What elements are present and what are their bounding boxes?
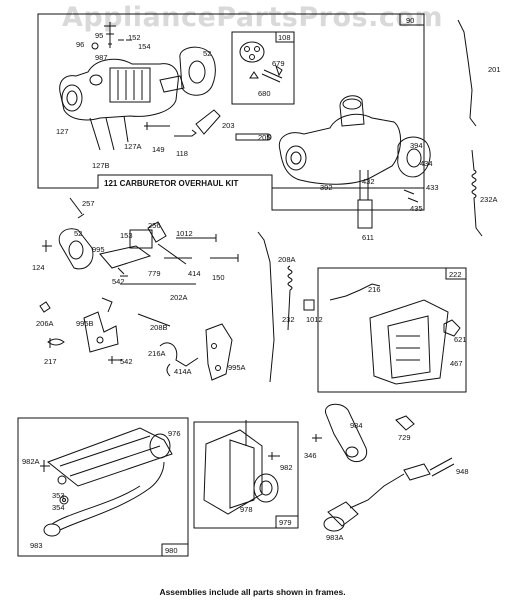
label-149: 149 <box>152 145 165 154</box>
frame-108-number: 108 <box>278 33 291 42</box>
label-978: 978 <box>240 505 253 514</box>
label-257: 257 <box>82 199 95 208</box>
label-414a: 414A <box>174 367 192 376</box>
label-432: 432 <box>362 177 375 186</box>
label-152: 152 <box>128 33 141 42</box>
label-392: 392 <box>320 183 333 192</box>
label-205: 205 <box>258 133 271 142</box>
label-232a: 232A <box>480 195 498 204</box>
label-153: 153 <box>120 231 133 240</box>
label-208b: 208B <box>150 323 168 332</box>
label-127a: 127A <box>124 142 142 151</box>
carburetor-body <box>59 58 185 151</box>
label-995a: 995A <box>228 363 246 372</box>
label-542-low: 542 <box>120 357 133 366</box>
label-127: 127 <box>56 127 69 136</box>
label-680: 680 <box>258 89 271 98</box>
frame-979-number: 979 <box>279 518 292 527</box>
label-542-top: 542 <box>112 277 125 286</box>
label-434: 434 <box>420 159 433 168</box>
label-353: 353 <box>52 491 65 500</box>
label-982: 982 <box>280 463 293 472</box>
kit-title: 121 CARBURETOR OVERHAUL KIT <box>104 179 239 188</box>
label-206a: 206A <box>36 319 54 328</box>
label-52-mid: 52 <box>74 229 82 238</box>
label-995: 995 <box>92 245 105 254</box>
label-96: 96 <box>76 40 84 49</box>
label-203: 203 <box>222 121 235 130</box>
label-995b: 995B <box>76 319 94 328</box>
label-729: 729 <box>398 433 411 442</box>
label-127b: 127B <box>92 161 110 170</box>
label-95: 95 <box>95 31 103 40</box>
footer-note: Assemblies include all parts shown in fr… <box>159 587 346 597</box>
label-779: 779 <box>148 269 161 278</box>
label-154: 154 <box>138 42 151 51</box>
label-611: 611 <box>362 233 374 242</box>
label-467: 467 <box>450 359 463 368</box>
label-232: 232 <box>282 315 295 324</box>
label-987: 987 <box>95 53 108 62</box>
label-52-top: 52 <box>203 49 211 58</box>
label-983a: 983A <box>326 533 344 542</box>
label-414: 414 <box>188 269 201 278</box>
label-217: 217 <box>44 357 57 366</box>
frame-980-number: 980 <box>165 546 178 555</box>
label-208a: 208A <box>278 255 296 264</box>
label-433: 433 <box>426 183 439 192</box>
frame-90-tab <box>399 13 425 26</box>
frame-90-number: 90 <box>406 16 414 25</box>
label-394: 394 <box>410 141 423 150</box>
label-201: 201 <box>488 65 501 74</box>
label-216: 216 <box>368 285 381 294</box>
label-948: 948 <box>456 467 469 476</box>
label-118: 118 <box>176 149 188 158</box>
label-984: 984 <box>350 421 363 430</box>
label-679: 679 <box>272 59 285 68</box>
frame-108 <box>231 31 295 105</box>
label-1012-low: 1012 <box>306 315 323 324</box>
frame-222-number: 222 <box>449 270 462 279</box>
frame-980 <box>17 417 189 557</box>
label-124: 124 <box>32 263 45 272</box>
label-346: 346 <box>304 451 317 460</box>
label-354: 354 <box>52 503 65 512</box>
label-621: 621 <box>454 335 467 344</box>
label-435: 435 <box>410 204 423 213</box>
label-202a: 202A <box>170 293 188 302</box>
label-150: 150 <box>212 273 225 282</box>
label-216a: 216A <box>148 349 166 358</box>
frame-222 <box>317 267 467 393</box>
label-982a: 982A <box>22 457 40 466</box>
label-256: 256 <box>148 221 161 230</box>
label-1012-mid: 1012 <box>176 229 193 238</box>
label-976: 976 <box>168 429 181 438</box>
label-983: 983 <box>30 541 43 550</box>
